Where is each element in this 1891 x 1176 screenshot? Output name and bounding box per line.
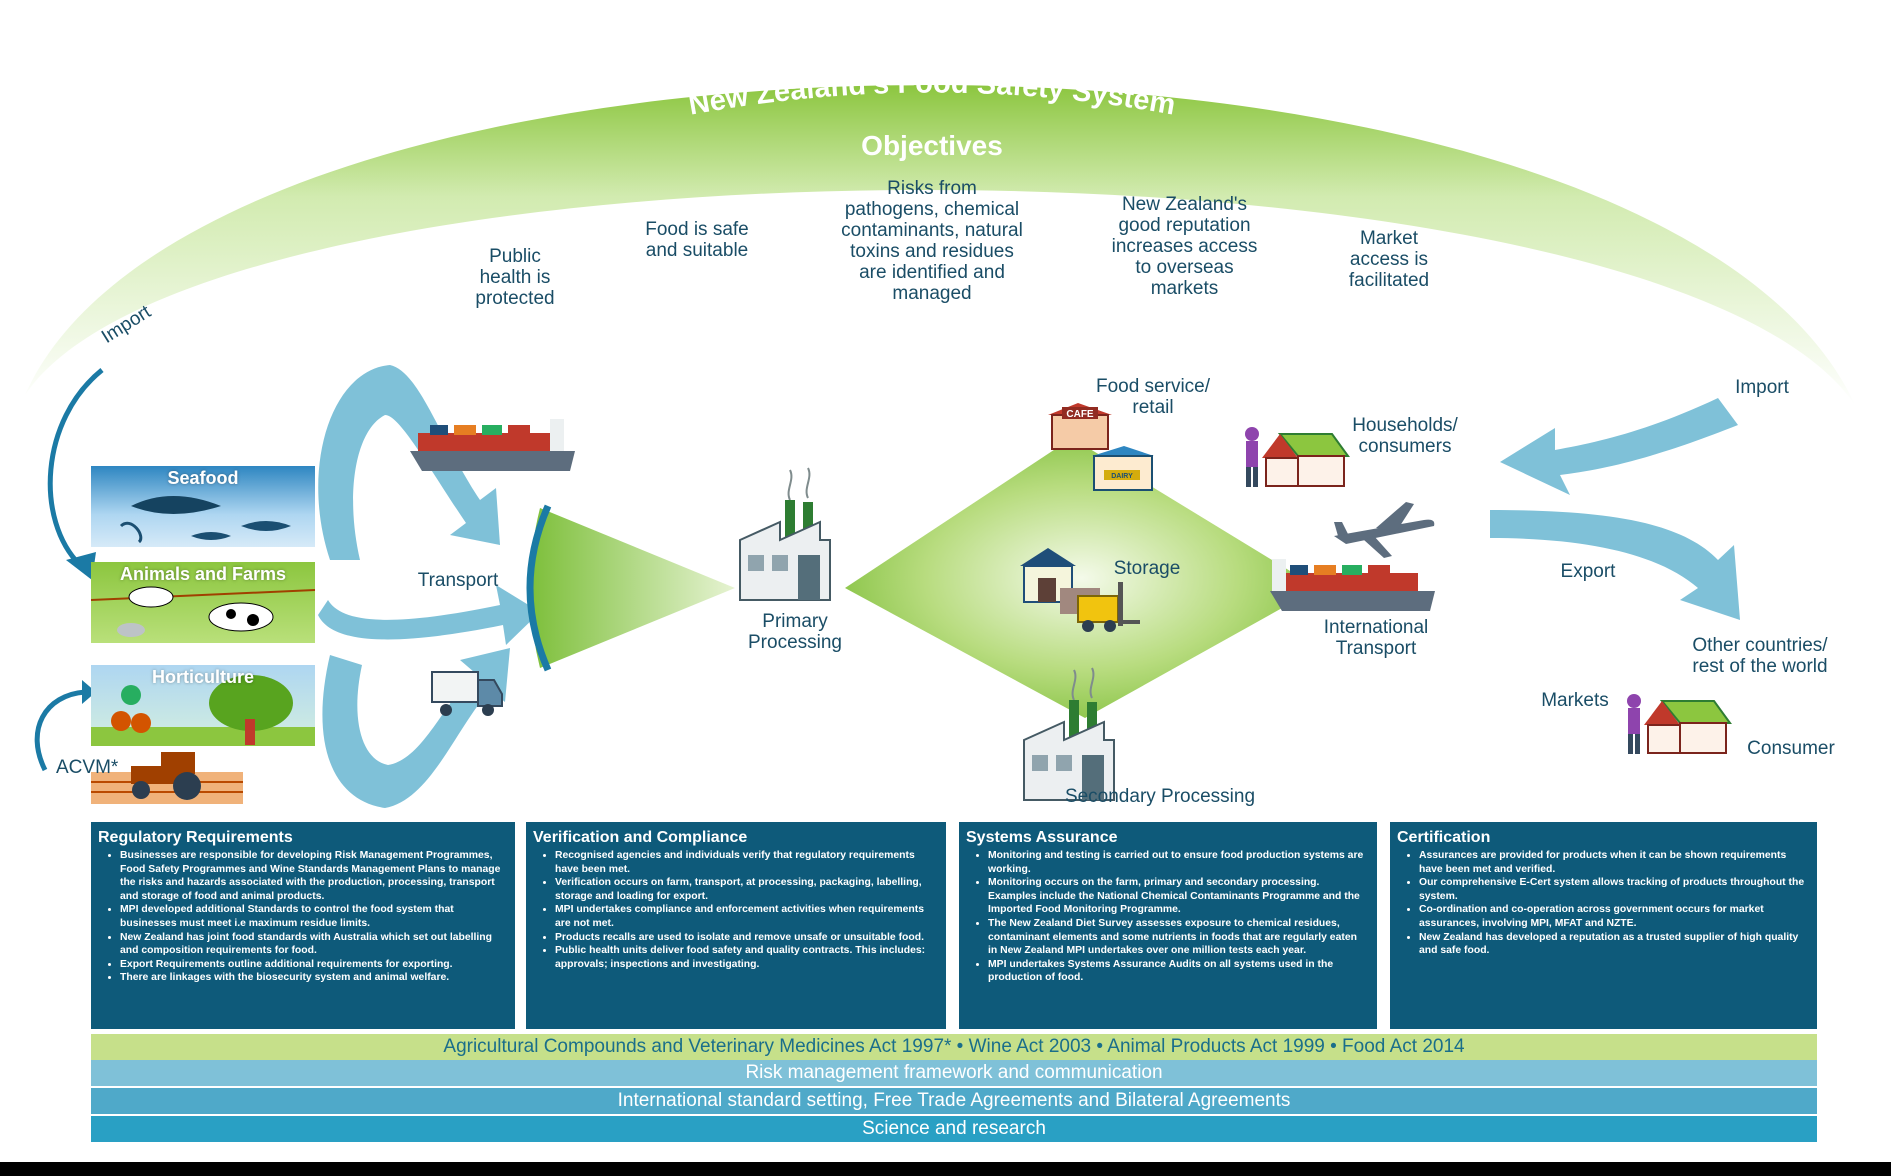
- cafe-sign-text: CAFE: [1066, 409, 1094, 420]
- primary-processing-label: Primary Processing: [748, 611, 842, 653]
- consumer-house-icon: [1627, 694, 1732, 754]
- acvm-arrow: [34, 680, 96, 772]
- tree-icon: [91, 675, 315, 746]
- bottom-border: [0, 1162, 1891, 1176]
- list-item: Co-ordination and co-operation across go…: [1419, 903, 1809, 930]
- list-item: Verification occurs on farm, transport, …: [555, 876, 938, 903]
- dairy-sign-text: DAIRY: [1111, 473, 1133, 480]
- cafe-icon: CAFE: [1048, 403, 1112, 450]
- household-icon: [1245, 427, 1350, 487]
- horticulture-tile: Horticulture: [91, 665, 315, 746]
- list-item: MPI developed additional Standards to co…: [120, 903, 507, 930]
- list-item: Monitoring occurs on the farm, primary a…: [988, 876, 1369, 917]
- panel-list: Assurances are provided for products whe…: [1397, 849, 1809, 958]
- secondary-factory-icon: [1023, 667, 1115, 801]
- markets-label: Markets: [1541, 690, 1609, 711]
- import-right-label: Import: [1735, 377, 1789, 398]
- processing-cone: [530, 508, 735, 668]
- legislation-bar: Agricultural Compounds and Veterinary Me…: [91, 1034, 1817, 1060]
- list-item: MPI undertakes compliance and enforcemen…: [555, 903, 938, 930]
- list-item: There are linkages with the biosecurity …: [120, 971, 507, 985]
- import-left-arrow: [47, 368, 104, 580]
- seafood-tile: Seafood: [91, 466, 315, 547]
- primary-factory-icon: [739, 467, 831, 601]
- forklift-icon: [1077, 582, 1140, 632]
- science-research-bar: Science and research: [91, 1116, 1817, 1142]
- list-item: New Zealand has joint food standards wit…: [120, 931, 507, 958]
- objective-reputation: New Zealand's good reputation increases …: [1111, 194, 1258, 299]
- panel-certification: Certification Assurances are provided fo…: [1390, 822, 1817, 1029]
- consumer-label: Consumer: [1747, 738, 1835, 759]
- list-item: Monitoring and testing is carried out to…: [988, 849, 1369, 876]
- acvm-label: ACVM*: [56, 757, 119, 778]
- other-countries-label: Other countries/ rest of the world: [1692, 635, 1828, 677]
- import-right-arrow: [1500, 398, 1738, 495]
- objective-risks-managed: Risks from pathogens, chemical contamina…: [841, 178, 1023, 304]
- dairy-icon: DAIRY: [1092, 446, 1154, 491]
- storage-label: Storage: [1113, 558, 1181, 579]
- panel-list: Businesses are responsible for developin…: [98, 849, 507, 985]
- list-item: Export Requirements outline additional r…: [120, 958, 507, 972]
- risk-management-bar: Risk management framework and communicat…: [91, 1060, 1817, 1086]
- cow-icon: [91, 586, 315, 637]
- list-item: Products recalls are used to isolate and…: [555, 931, 938, 945]
- international-standards-bar: International standard setting, Free Tra…: [91, 1088, 1817, 1114]
- list-item: Recognised agencies and individuals veri…: [555, 849, 938, 876]
- export-label: Export: [1560, 561, 1616, 582]
- list-item: Our comprehensive E-Cert system allows t…: [1419, 876, 1809, 903]
- list-item: The New Zealand Diet Survey assesses exp…: [988, 917, 1369, 958]
- panel-list: Monitoring and testing is carried out to…: [966, 849, 1369, 985]
- objective-public-health: Public health is protected: [475, 246, 555, 309]
- truck-icon: [431, 671, 503, 716]
- international-ship-icon: [1270, 559, 1435, 611]
- list-item: Businesses are responsible for developin…: [120, 849, 507, 903]
- list-item: MPI undertakes Systems Assurance Audits …: [988, 958, 1369, 985]
- horticulture-label: Horticulture: [151, 667, 254, 687]
- panel-verification-compliance: Verification and Compliance Recognised a…: [526, 822, 946, 1029]
- panel-title: Systems Assurance: [966, 829, 1118, 846]
- seafood-icon: [119, 496, 291, 544]
- households-label: Households/ consumers: [1352, 415, 1458, 457]
- international-transport-label: International Transport: [1323, 617, 1429, 659]
- secondary-processing-label: Secondary Processing: [1064, 786, 1256, 807]
- food-service-label: Food service/ retail: [1095, 376, 1211, 418]
- list-item: Assurances are provided for products whe…: [1419, 849, 1809, 876]
- cargo-ship-icon: [410, 419, 575, 471]
- panel-systems-assurance: Systems Assurance Monitoring and testing…: [959, 822, 1377, 1029]
- panel-title: Regulatory Requirements: [98, 829, 293, 846]
- panel-list: Recognised agencies and individuals veri…: [533, 849, 938, 971]
- objectives-heading: Objectives: [861, 130, 1003, 161]
- panel-title: Verification and Compliance: [533, 829, 748, 846]
- cone-rim: [526, 504, 552, 672]
- export-arrow: [1490, 510, 1740, 620]
- transport-label: Transport: [417, 570, 499, 591]
- panel-title: Certification: [1397, 829, 1491, 846]
- list-item: Public health units deliver food safety …: [555, 944, 938, 971]
- animals-farms-tile: Animals and Farms: [91, 562, 315, 643]
- panel-regulatory-requirements: Regulatory Requirements Businesses are r…: [91, 822, 515, 1029]
- tractor-icon: [91, 752, 243, 804]
- supply-diamond: [845, 438, 1318, 718]
- airplane-icon: [1334, 502, 1435, 558]
- seafood-label: Seafood: [167, 468, 239, 488]
- list-item: New Zealand has developed a reputation a…: [1419, 931, 1809, 958]
- objective-food-safe: Food is safe and suitable: [645, 219, 749, 261]
- objectives-arch: [25, 84, 1855, 405]
- objective-market-access: Market access is facilitated: [1348, 228, 1430, 291]
- animals-farms-label: Animals and Farms: [119, 564, 287, 584]
